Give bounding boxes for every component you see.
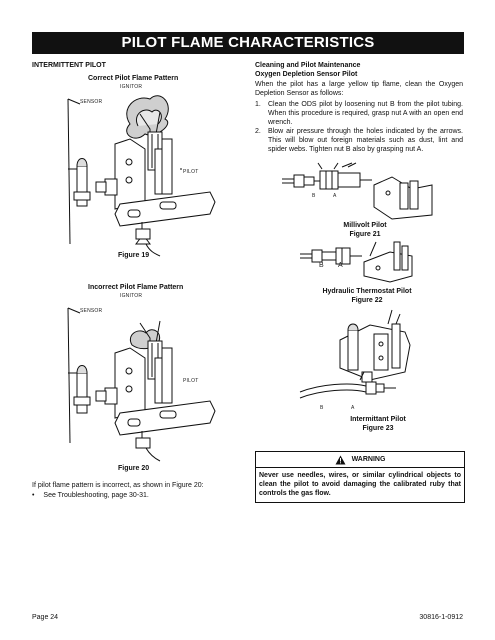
ods-intro: When the pilot has a large yellow tip fl… xyxy=(255,81,463,97)
footer-page-number: Page 24 xyxy=(32,614,59,621)
fig23-label-a: A xyxy=(351,405,355,411)
fig19-pilot-label: PILOT xyxy=(183,169,199,175)
cleaning-steps: 1. Clean the ODS pilot by loosening nut B… xyxy=(255,100,463,154)
figure-21-caption-line2: Figure 21 xyxy=(349,231,381,238)
warning-title: WARNING xyxy=(351,456,386,463)
troubleshooting-bullet: • See Troubleshooting, page 30-31. xyxy=(32,491,149,500)
warning-box: WARNING Never use needles, wires, or sim… xyxy=(255,451,465,503)
figure-22-caption-line2: Figure 22 xyxy=(351,297,383,304)
cleaning-heading: Cleaning and Pilot Maintenance xyxy=(255,62,361,69)
fig20-pattern-title: Incorrect Pilot Flame Pattern xyxy=(88,284,184,291)
fig22-label-a: A xyxy=(338,262,343,269)
figure-23-illustration xyxy=(299,309,411,399)
fig22-label-b: B xyxy=(319,262,324,269)
warning-text: Never use needles, wires, or similar cyl… xyxy=(259,472,461,497)
troubleshooting-bullet-text: See Troubleshooting, page 30-31. xyxy=(43,492,149,499)
figure-22-illustration xyxy=(300,241,413,283)
figure-20-illustration xyxy=(67,307,216,462)
step-1-number: 1. xyxy=(255,101,261,108)
figure-21-caption-line1: Millivolt Pilot xyxy=(343,222,387,229)
fig19-pattern-title: Correct Pilot Flame Pattern xyxy=(88,75,179,82)
page-title: PILOT FLAME CHARACTERISTICS xyxy=(32,32,464,54)
fig20-ignitor-label: IGNITOR xyxy=(120,293,143,299)
figure-22-caption-line1: Hydraulic Thermostat Pilot xyxy=(322,288,412,295)
bullet-symbol: • xyxy=(32,492,35,499)
fig20-sensor-label: SENSOR xyxy=(80,308,103,314)
fig21-label-a: A xyxy=(333,193,337,199)
step-1-text: Clean the ODS pilot by loosening nut B f… xyxy=(268,101,463,126)
figure-23-caption-line1: Intermittant Pilot xyxy=(350,416,406,423)
step-2: 2. Blow air pressure through the holes in… xyxy=(255,127,463,154)
step-2-number: 2. xyxy=(255,128,261,135)
warning-triangle-icon xyxy=(335,455,346,464)
figure-20-caption: Figure 20 xyxy=(118,465,150,472)
figure-19-caption: Figure 19 xyxy=(118,252,150,259)
incorrect-pattern-note: If pilot flame pattern is incorrect, as … xyxy=(32,482,204,489)
footer-document-number: 30816-1-0912 xyxy=(419,614,463,621)
section-heading-intermittent-pilot: INTERMITTENT PILOT xyxy=(32,62,106,69)
fig21-label-b: B xyxy=(312,193,316,199)
fig20-pilot-label: PILOT xyxy=(183,378,199,384)
warning-header: WARNING xyxy=(256,452,464,468)
figure-21-illustration xyxy=(282,162,433,220)
figure-19-illustration xyxy=(67,95,216,257)
fig19-ignitor-label: IGNITOR xyxy=(120,84,143,90)
fig23-label-b: B xyxy=(320,405,324,411)
figure-23-caption-line2: Figure 23 xyxy=(362,425,394,432)
ods-heading: Oxygen Depletion Sensor Pilot xyxy=(255,71,358,78)
step-1: 1. Clean the ODS pilot by loosening nut B… xyxy=(255,100,463,127)
step-2-text: Blow air pressure through the holes indi… xyxy=(268,128,463,153)
fig19-sensor-label: SENSOR xyxy=(80,99,103,105)
